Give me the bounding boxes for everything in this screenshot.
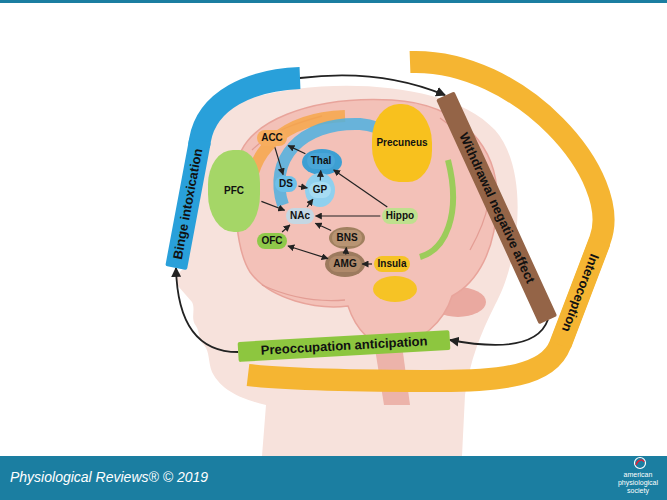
connector-arrow <box>288 246 328 259</box>
connector-arrow <box>320 171 322 181</box>
stage-band: Binge intoxication <box>165 138 211 270</box>
brain-region: Insula <box>374 256 411 272</box>
society-logo-mark <box>636 460 644 465</box>
region-label: Thal <box>311 155 332 167</box>
amygdala-shape <box>325 251 365 277</box>
band-label: Interoception <box>558 251 602 334</box>
band-label: Binge intoxication <box>170 147 206 261</box>
brain-region: BNS <box>332 230 361 246</box>
region-label: AMG <box>333 258 356 270</box>
pallidum-shape <box>305 173 335 207</box>
bns-shape <box>329 227 365 249</box>
society-logo <box>635 458 646 469</box>
region-label: NAc <box>290 210 310 222</box>
region-label: Insula <box>378 258 407 270</box>
society-name: american physiological society <box>612 471 664 495</box>
connector-arrow <box>282 225 290 232</box>
connector-arrow <box>176 268 238 352</box>
brain-region: NAc <box>286 208 314 224</box>
band-label: Preoccupation anticipation <box>260 334 427 359</box>
brain-region: DS <box>275 176 297 192</box>
brain-region: AMG <box>329 256 360 272</box>
gyrus-line <box>262 285 345 300</box>
connector-arrow <box>450 320 548 345</box>
insula-shape <box>373 276 417 302</box>
connector-arrow <box>315 223 331 230</box>
connector-arrow <box>288 146 305 154</box>
connector-arrow <box>307 199 313 207</box>
region-label: ACC <box>261 132 283 144</box>
brain-region: ACC <box>257 130 287 146</box>
region-label: GP <box>313 184 327 196</box>
connector-arrow <box>334 170 388 207</box>
brain-region: OFC <box>257 233 286 249</box>
hippocampus-curve <box>420 160 453 257</box>
connector-arrow <box>275 147 283 174</box>
brain-region: PFC <box>208 150 260 232</box>
region-label: PFC <box>224 185 244 197</box>
region-label: BNS <box>336 232 357 244</box>
region-label: DS <box>279 178 293 190</box>
region-label: OFC <box>261 235 282 247</box>
brain-region: Thal <box>307 153 336 169</box>
band-label: Withdrawal negative affect <box>455 130 537 285</box>
stage-band: Interoception <box>550 236 611 349</box>
connector-arrow <box>316 215 381 216</box>
region-label: Hippo <box>386 210 414 222</box>
connector-arrow <box>345 248 347 255</box>
binge-arc-tail <box>199 78 300 146</box>
thalamus-shape <box>302 149 342 175</box>
journal-footer: Physiological Reviews® © 2019 <box>10 469 208 485</box>
stage-band: Preoccupation anticipation <box>237 330 450 362</box>
connector-arrow <box>298 186 307 188</box>
brain-region: Precuneus <box>372 104 432 182</box>
footer-bar <box>0 456 667 500</box>
brain-region: Hippo <box>382 208 418 224</box>
brain-region: GP <box>309 182 331 198</box>
region-label: Precuneus <box>376 137 427 149</box>
stage-band: Withdrawal negative affect <box>436 91 557 324</box>
gyrus-line <box>470 204 488 250</box>
top-rule <box>0 0 667 3</box>
connector-arrow <box>362 263 372 264</box>
connector-arrow <box>261 201 284 210</box>
